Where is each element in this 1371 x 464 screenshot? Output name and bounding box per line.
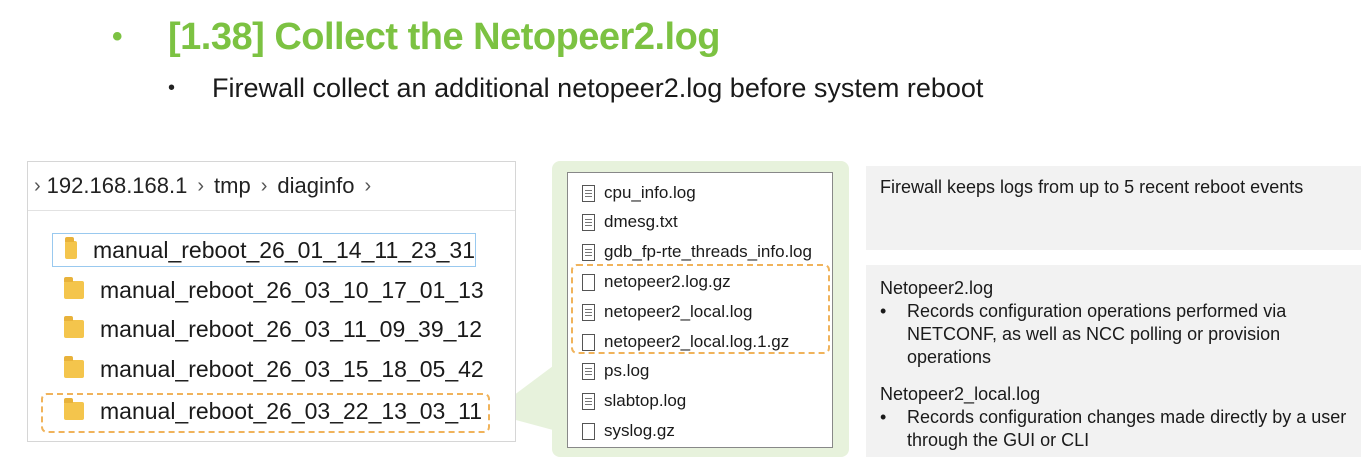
bullet: • [880,301,887,321]
file-item[interactable]: slabtop.log [582,389,686,413]
folder-highlight [41,393,490,433]
file-label: netopeer2_local.log.1.gz [604,332,790,351]
note-box-logs: Netopeer2.log • Records configuration op… [866,265,1361,457]
folder-item[interactable]: manual_reboot_26_03_15_18_05_42 [52,352,497,386]
folder-label: manual_reboot_26_03_10_17_01_13 [100,276,484,303]
folder-icon [64,277,84,299]
file-item[interactable]: gdb_fp-rte_threads_info.log [582,240,812,264]
folder-icon [64,356,84,378]
title-bullet: • [112,20,123,53]
file-item[interactable]: netopeer2.log.gz [582,270,731,294]
text-file-icon [582,213,595,231]
breadcrumb-item-ip[interactable]: 192.168.168.1 [46,173,188,198]
subtitle-text: Firewall collect an additional netopeer2… [212,72,984,103]
chevron-right-icon[interactable]: › [364,174,372,197]
file-label: slabtop.log [604,391,687,410]
bullet-text: Records configuration changes made direc… [907,407,1347,450]
section-title: Netopeer2_local.log [880,384,1041,404]
chevron-right-icon[interactable]: › [34,174,41,197]
file-icon [582,422,595,440]
folder-item[interactable]: manual_reboot_26_03_22_13_03_11 [52,394,497,428]
text-file-icon [582,362,595,380]
file-item[interactable]: netopeer2_local.log [582,300,752,324]
note-box-retention: Firewall keeps logs from up to 5 recent … [866,166,1361,250]
breadcrumb-item-diaginfo[interactable]: diaginfo [277,173,355,198]
file-item[interactable]: ps.log [582,359,649,383]
slide-title: • [1.38] Collect the Netopeer2.log [112,14,721,60]
file-label: netopeer2_local.log [604,302,753,321]
chevron-right-icon[interactable]: › [197,174,205,197]
text-file-icon [582,392,595,410]
title-text: [1.38] Collect the Netopeer2.log [168,15,721,58]
section-title: Netopeer2.log [880,278,994,298]
folder-label: manual_reboot_26_03_11_09_39_12 [100,315,482,342]
section-bullet-item: • Records configuration operations perfo… [880,300,1350,369]
chevron-right-icon[interactable]: › [260,174,268,197]
file-item[interactable]: netopeer2_local.log.1.gz [582,330,789,354]
note-section-netopeer2-local: Netopeer2_local.log • Records configurat… [880,383,1350,452]
folder-item[interactable]: manual_reboot_26_03_10_17_01_13 [52,273,497,307]
folder-icon [64,316,84,338]
folder-item[interactable]: manual_reboot_26_01_14_11_23_31 [52,233,476,267]
folder-icon [64,398,84,420]
slide-subtitle: • Firewall collect an additional netopee… [168,70,983,106]
folder-label: manual_reboot_26_03_22_13_03_11 [100,397,482,424]
folder-item[interactable]: manual_reboot_26_03_11_09_39_12 [52,312,497,346]
file-list: cpu_info.log dmesg.txt gdb_fp-rte_thread… [567,172,833,448]
folder-icon [65,237,78,259]
file-label: ps.log [604,361,650,380]
file-label: dmesg.txt [604,212,678,231]
note-section-netopeer2: Netopeer2.log • Records configuration op… [880,277,1350,369]
file-label: gdb_fp-rte_threads_info.log [604,242,812,261]
file-label: netopeer2.log.gz [604,272,731,291]
file-explorer: › 192.168.168.1 › tmp › diaginfo › [27,161,516,442]
note-text: Firewall keeps logs from up to 5 recent … [880,177,1304,197]
bullet: • [880,407,887,427]
file-icon [582,273,595,291]
file-item[interactable]: syslog.gz [582,419,675,443]
file-icon [582,333,595,351]
subtitle-bullet: • [168,76,176,99]
breadcrumb[interactable]: › 192.168.168.1 › tmp › diaginfo › [28,162,515,211]
breadcrumb-item-tmp[interactable]: tmp [214,173,251,198]
section-bullet-item: • Records configuration changes made dir… [880,406,1350,452]
file-item[interactable]: cpu_info.log [582,181,696,205]
folder-label: manual_reboot_26_03_15_18_05_42 [100,355,484,382]
bullet-text: Records configuration operations perform… [907,301,1287,367]
text-file-icon [582,243,595,261]
text-file-icon [582,184,595,202]
files-highlight [571,264,830,354]
file-label: cpu_info.log [604,183,696,202]
folder-label: manual_reboot_26_01_14_11_23_31 [93,236,475,263]
text-file-icon [582,303,595,321]
file-label: syslog.gz [604,421,675,440]
file-item[interactable]: dmesg.txt [582,210,678,234]
